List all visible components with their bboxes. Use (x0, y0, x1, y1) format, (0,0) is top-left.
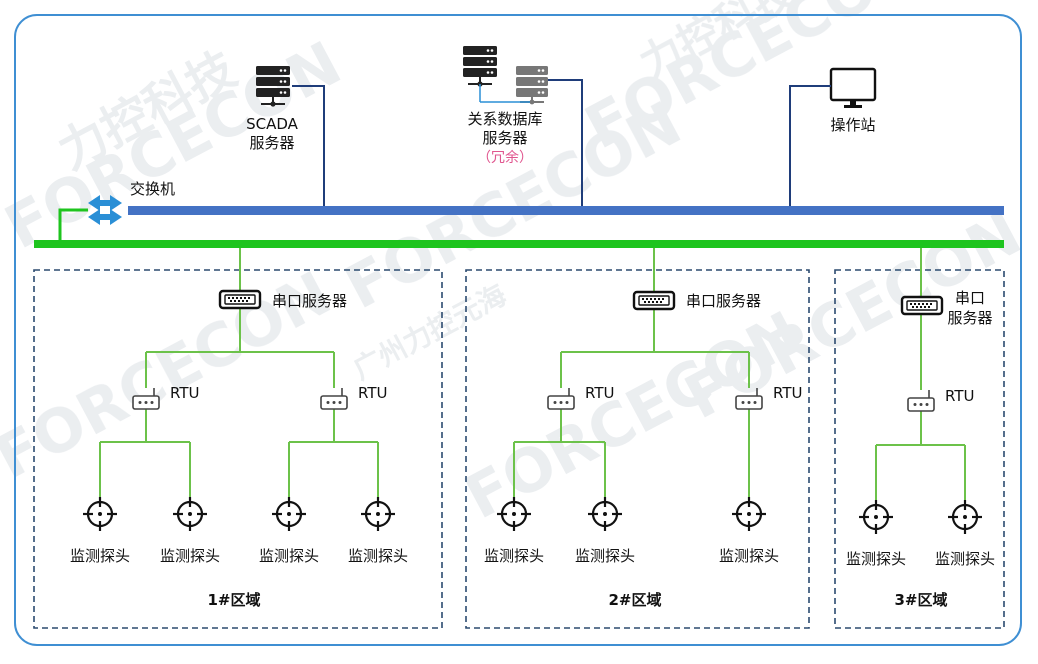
zone-2-serial-server-icon (632, 290, 676, 311)
database-server-backup-icon (515, 65, 549, 106)
zone-2-serial-label: 串口服务器 (686, 292, 761, 310)
zone-2-wiring (513, 248, 750, 497)
zone-3-wiring (875, 248, 966, 500)
scada-label-line1: SCADA (246, 115, 299, 133)
zone-1-serial-server-icon (218, 289, 262, 310)
zone-3-probe-2-icon (946, 498, 984, 536)
zone-2-rtu-2-label: RTU (773, 384, 802, 402)
zone-1-rtu-2-label: RTU (358, 384, 387, 402)
zone-1-probe-1-label: 监测探头 (70, 547, 130, 565)
workstation-label: 操作站 (830, 116, 875, 134)
zone-2-probe-3-label: 监测探头 (719, 547, 779, 565)
zone-1-rtu-2-icon (320, 387, 348, 410)
switch-label: 交换机 (130, 180, 175, 198)
zone-3-serial-label-line2: 服务器 (947, 309, 992, 327)
zone-3-title: 3#区域 (894, 591, 947, 609)
zone-2-probe-2-icon (586, 495, 624, 533)
switch-uplink (58, 208, 88, 240)
zone-1-box (33, 269, 443, 629)
zone-2-rtu-1-icon (547, 387, 575, 410)
fieldbus-line (34, 240, 1004, 248)
zone-2-rtu-1-label: RTU (585, 384, 614, 402)
zone-3-probe-1-label: 监测探头 (846, 550, 906, 568)
zone-3-probe-2-label: 监测探头 (935, 550, 995, 568)
zone-3-rtu-label: RTU (945, 387, 974, 405)
zone-1-probe-4-icon (359, 495, 397, 533)
zone-1-rtu-1-label: RTU (170, 384, 199, 402)
database-server-icon (462, 45, 498, 88)
database-label-line1: 关系数据库 (467, 110, 542, 128)
zone-1-wiring (99, 248, 379, 497)
zone-2-probe-1-label: 监测探头 (484, 547, 544, 565)
scada-label-line2: 服务器 (249, 134, 294, 152)
database-label-line2: 服务器 (482, 129, 527, 147)
zone-2-probe-3-icon (730, 495, 768, 533)
zone-3-serial-label-line1: 串口 (955, 289, 985, 307)
zone-3-probe-1-icon (857, 498, 895, 536)
zone-3-box (834, 269, 1005, 629)
outer-frame (14, 14, 1022, 646)
workstation-icon (829, 67, 877, 108)
database-link (548, 79, 583, 206)
zone-2-box (465, 269, 810, 629)
zone-1-probe-4-label: 监测探头 (348, 547, 408, 565)
ethernet-bus (128, 206, 1004, 215)
database-redundancy-note: （冗余） (477, 149, 533, 166)
scada-link (292, 85, 325, 206)
zone-1-probe-1-icon (81, 495, 119, 533)
zone-2-title: 2#区域 (608, 591, 661, 609)
zone-1-probe-2-icon (171, 495, 209, 533)
zone-2-probe-2-label: 监测探头 (575, 547, 635, 565)
zone-1-title: 1#区域 (207, 591, 260, 609)
zone-3-rtu-icon (907, 389, 935, 412)
zone-1-probe-3-icon (270, 495, 308, 533)
zone-1-probe-3-label: 监测探头 (259, 547, 319, 565)
switch-icon (88, 195, 122, 225)
zone-3-serial-server-icon (900, 295, 944, 316)
zone-1-serial-label: 串口服务器 (272, 292, 347, 310)
zone-1-probe-2-label: 监测探头 (160, 547, 220, 565)
workstation-link (789, 85, 831, 206)
